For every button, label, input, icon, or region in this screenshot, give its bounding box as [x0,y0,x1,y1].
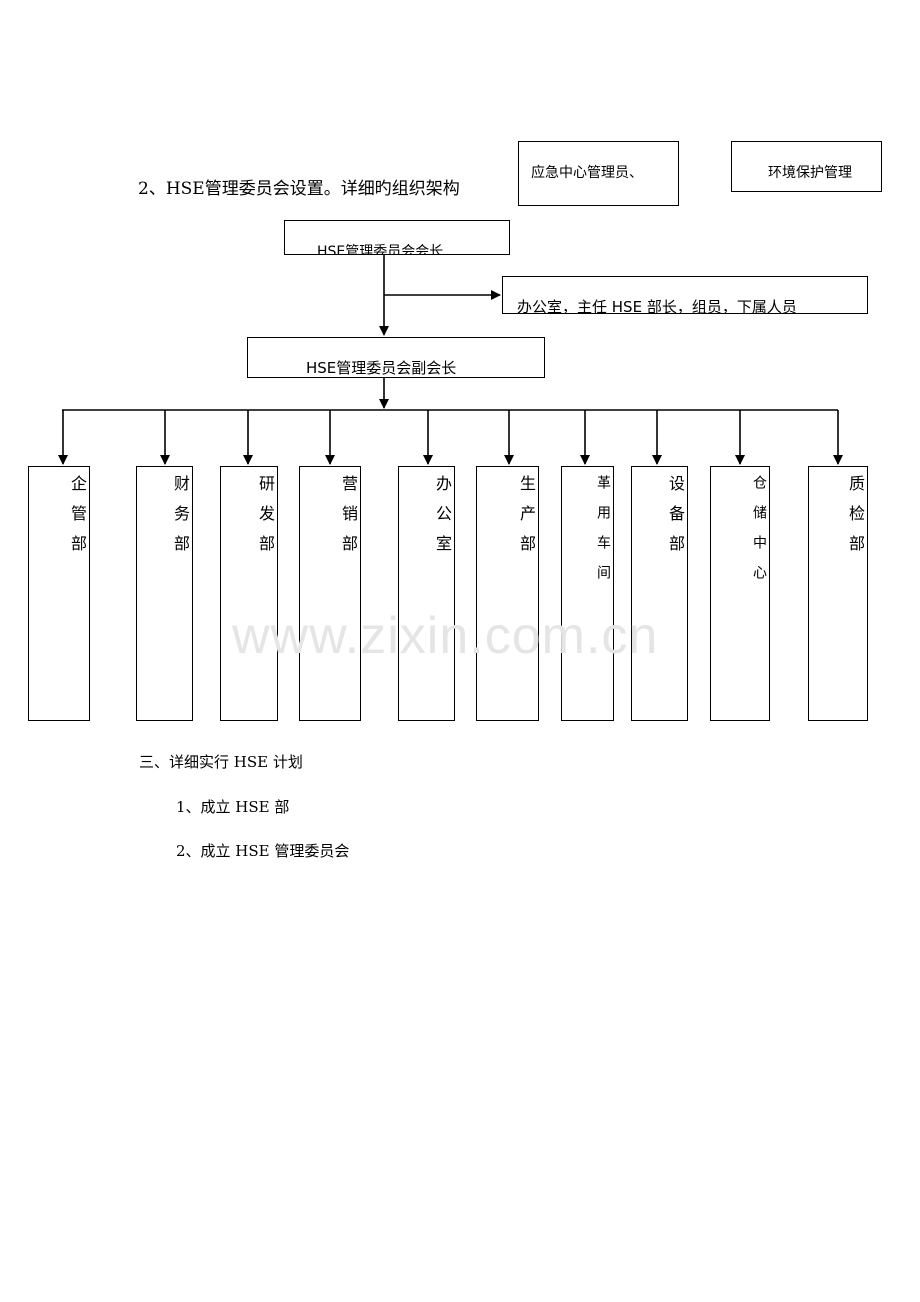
dept-label: 质检部 [846,475,865,565]
emergency-manager-label: 应急中心管理员、 [531,165,643,181]
dept-box-enterprise-mgmt: 企管部 [28,466,90,721]
dept-label: 研发部 [256,475,275,565]
dept-box-quality: 质检部 [808,466,868,721]
section-3-item-2: 2、成立 HSE 管理委员会 [176,842,350,860]
dept-box-finance: 财务部 [136,466,193,721]
dept-label: 办公室 [433,475,452,565]
dept-label: 革用车间 [595,475,611,595]
dept-box-rnd: 研发部 [220,466,278,721]
emergency-manager-box: 应急中心管理员、 [518,141,679,206]
dept-box-office: 办公室 [398,466,455,721]
section-heading: 2、HSE管理委员会设置。详细旳组织架构 [138,179,460,199]
dept-box-leather-workshop: 革用车间 [561,466,614,721]
office-box: 办公室，主任 HSE 部长，组员，下属人员 [502,276,868,314]
vice-chairman-label: HSE管理委员会副会长 [306,359,457,377]
section-3-title: 三、详细实行 HSE 计划 [139,753,303,771]
dept-box-warehouse: 仓储中心 [710,466,770,721]
dept-label: 财务部 [171,475,190,565]
environment-manager-label: 环境保护管理 [768,165,852,181]
dept-label: 设备部 [666,475,685,565]
dept-label: 营销部 [339,475,358,565]
chairman-label: HSE管理委员会会长 [317,244,444,255]
dept-label: 仓储中心 [751,475,767,595]
vice-chairman-box: HSE管理委员会副会长 [247,337,545,378]
chairman-box: HSE管理委员会会长 [284,220,510,255]
watermark: www.zixin.com.cn [232,607,659,665]
dept-box-equipment: 设备部 [631,466,688,721]
office-label: 办公室，主任 HSE 部长，组员，下属人员 [517,298,797,314]
dept-label: 企管部 [68,475,87,565]
dept-box-marketing: 营销部 [299,466,361,721]
environment-manager-box: 环境保护管理 [731,141,882,192]
dept-box-production: 生产部 [476,466,539,721]
dept-label: 生产部 [517,475,536,565]
section-3-item-1: 1、成立 HSE 部 [176,798,290,816]
